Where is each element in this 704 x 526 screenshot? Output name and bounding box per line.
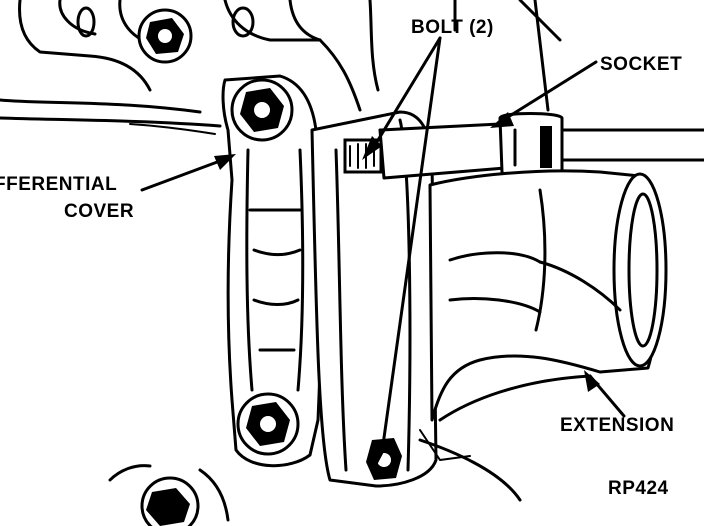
- bolt-label: BOLT (2): [411, 17, 494, 38]
- top-oval-icon: [76, 6, 255, 38]
- differential-cover-label-line1: FFERENTIAL: [0, 174, 117, 195]
- lower-left-bolt-icon: [108, 464, 230, 526]
- bolt-leader-lower: [380, 36, 442, 454]
- socket-leader: [498, 60, 598, 124]
- cover-bolt-top-icon: [230, 78, 294, 142]
- cover-bolt-bottom-icon: [236, 392, 300, 456]
- top-left-bolt-icon: [137, 8, 193, 64]
- figure-code: RP424: [608, 478, 669, 499]
- socket-label: SOCKET: [600, 54, 682, 75]
- bracket-bolt-lower-icon: [366, 438, 402, 480]
- differential-leader: [140, 156, 230, 192]
- extension-housing: [418, 169, 668, 502]
- extension-label: EXTENSION: [560, 415, 674, 436]
- callout-leaders: [140, 36, 626, 465]
- bolt-leader-upper: [370, 36, 442, 152]
- extension-bar: [378, 122, 704, 180]
- differential-cover-label-line2: COVER: [64, 201, 134, 222]
